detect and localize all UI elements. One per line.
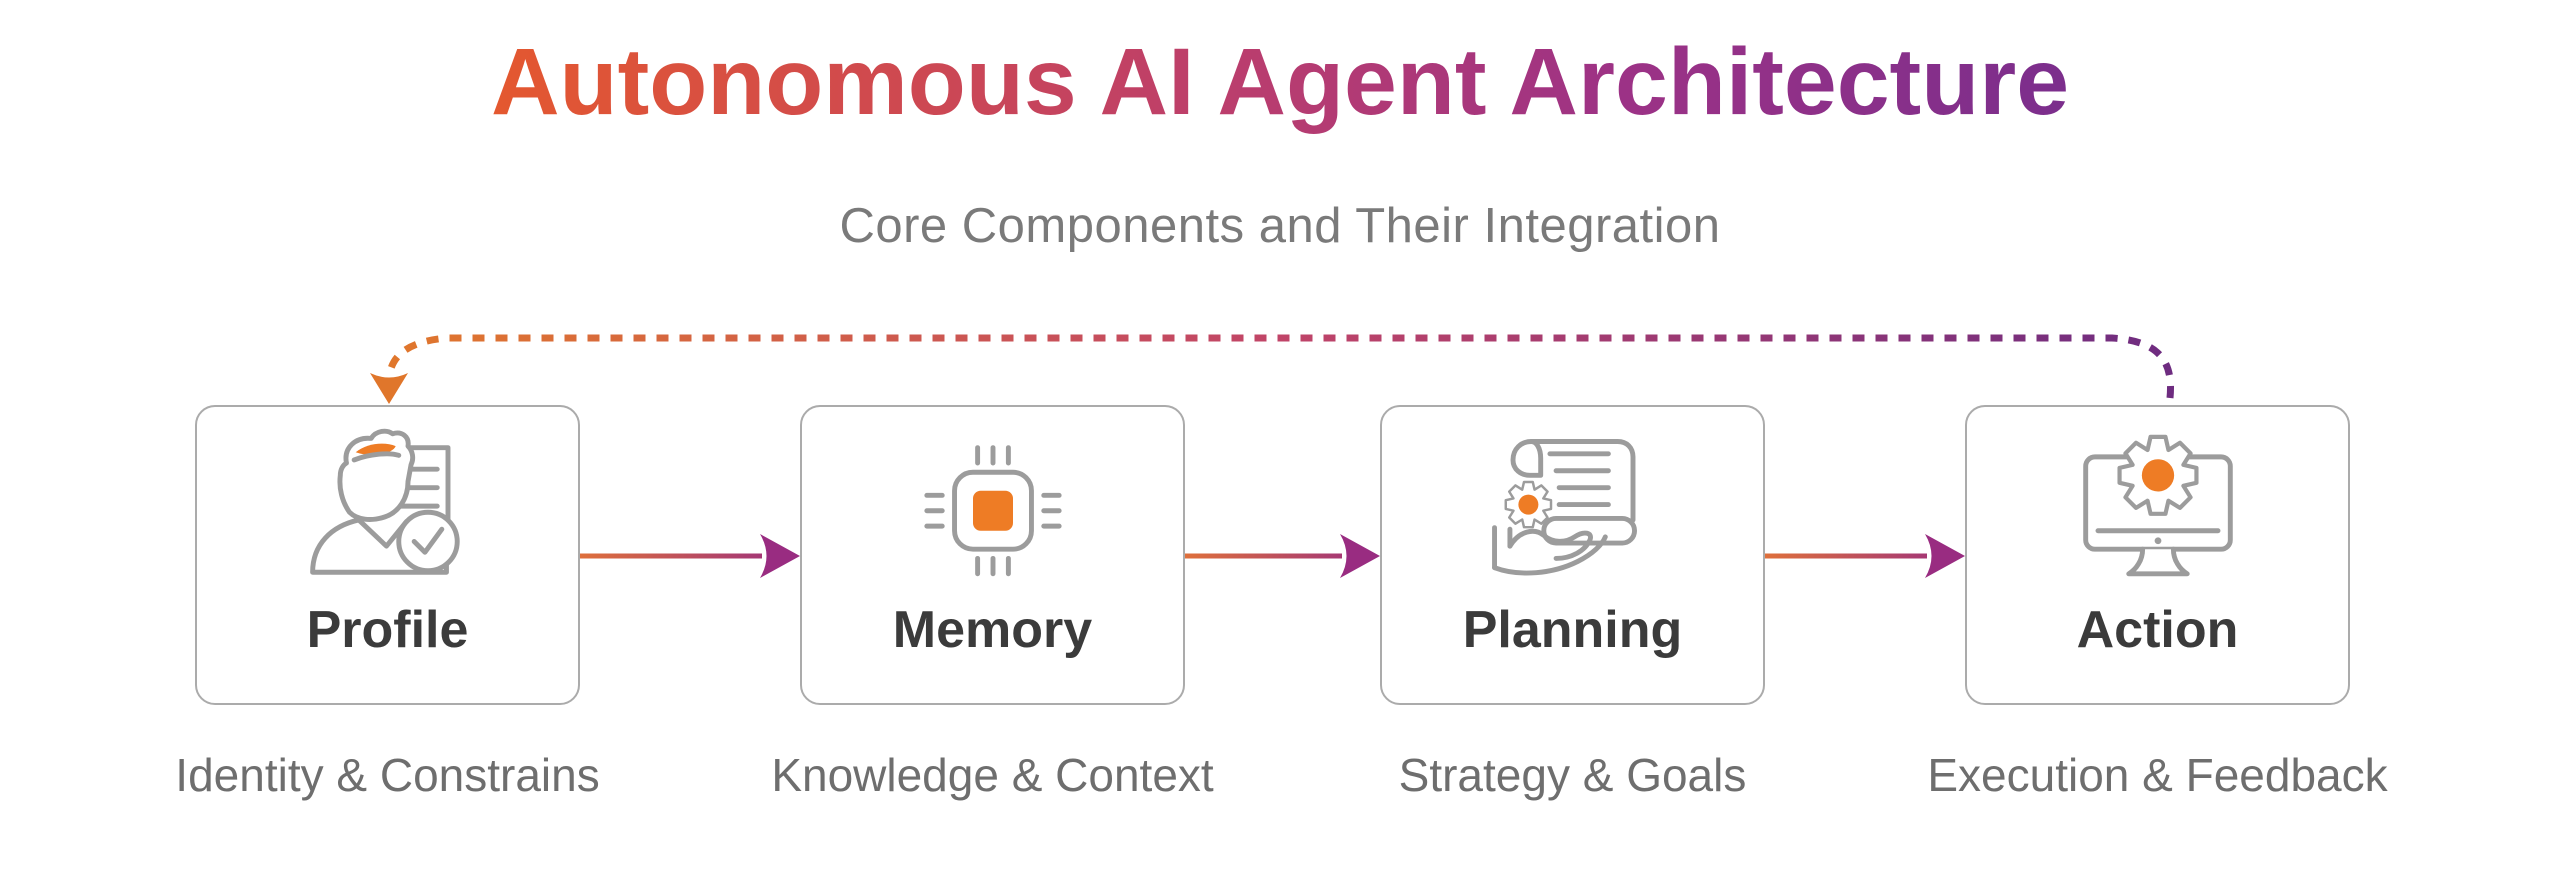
flow-arrow-memory-planning bbox=[1185, 534, 1380, 578]
flow-arrow-profile-memory bbox=[580, 534, 800, 578]
component-sublabel-memory: Knowledge & Context bbox=[771, 749, 1214, 801]
component-card-memory: Memory bbox=[800, 405, 1185, 705]
component-label: Profile bbox=[306, 601, 469, 659]
component-sublabel-action: Execution & Feedback bbox=[1927, 749, 2388, 801]
page-title: Autonomous AI Agent Architecture bbox=[0, 30, 2560, 135]
component-card-action: Action bbox=[1965, 405, 2350, 705]
page-title-text: Autonomous AI Agent Architecture bbox=[490, 29, 2070, 135]
flow-arrow-planning-action bbox=[1765, 534, 1965, 578]
monitor-gear-icon bbox=[2082, 434, 2233, 577]
component-label: Memory bbox=[892, 601, 1093, 659]
component-label: Planning bbox=[1462, 601, 1683, 659]
memory-chip-icon bbox=[923, 445, 1062, 577]
page-subtitle: Core Components and Their Integration bbox=[839, 199, 1721, 253]
component-card-planning: Planning bbox=[1380, 405, 1765, 705]
feedback-loop-arrow bbox=[370, 334, 2174, 404]
feedback-arrowhead-icon bbox=[370, 373, 408, 404]
component-sublabel-planning: Strategy & Goals bbox=[1398, 749, 1747, 801]
component-sublabel-profile: Identity & Constrains bbox=[175, 749, 600, 801]
component-card-profile: Profile bbox=[195, 405, 580, 705]
user-profile-check-icon bbox=[309, 428, 460, 575]
component-label: Action bbox=[2076, 601, 2239, 659]
plan-scroll-gear-hand-icon bbox=[1491, 439, 1637, 576]
